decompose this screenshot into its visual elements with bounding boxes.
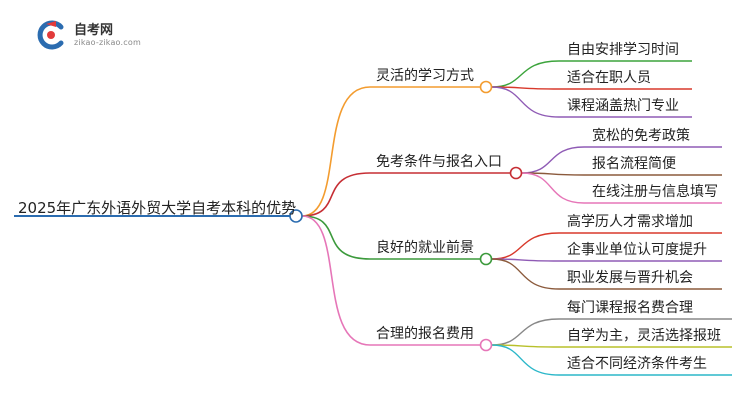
leaf-connector: [491, 232, 560, 260]
leaf-label: 企事业单位认可度提升: [567, 242, 707, 258]
branch-connector: [301, 215, 371, 346]
branch-connector: [301, 215, 371, 260]
leaf-connector: [491, 344, 560, 348]
branch-node: [479, 338, 493, 352]
root-node-label: 2025年广东外语外贸大学自考本科的优势: [18, 199, 297, 217]
branch-label-employment: 良好的就业前景: [376, 240, 474, 256]
leaf-label: 职业发展与晋升机会: [567, 270, 693, 286]
leaf-connector: [521, 146, 585, 174]
leaf-connector: [491, 344, 560, 376]
branch-label-fees: 合理的报名费用: [376, 326, 474, 342]
leaf-label: 自由安排学习时间: [567, 42, 679, 58]
leaf-label: 报名流程简便: [592, 156, 676, 172]
branch-label-exemption: 免考条件与报名入口: [376, 154, 502, 170]
branch-connector: [301, 172, 371, 217]
branch-node: [479, 252, 493, 266]
branch-connector: [301, 86, 371, 217]
branch-node: [509, 166, 523, 180]
logo-icon: [37, 20, 64, 50]
leaf-connector: [491, 86, 560, 90]
logo: 自考网 zikao-zikao.com: [34, 18, 144, 52]
leaf-connector: [491, 318, 560, 346]
root-node: [289, 209, 303, 223]
leaf-label: 在线注册与信息填写: [592, 184, 718, 200]
leaf-label: 适合在职人员: [567, 70, 651, 86]
leaf-connector: [491, 60, 560, 88]
leaf-label: 自学为主，灵活选择报班: [567, 328, 721, 344]
leaf-connector: [491, 258, 560, 262]
leaf-connector: [521, 172, 585, 204]
logo-subtitle: zikao-zikao.com: [74, 38, 141, 47]
leaf-label: 适合不同经济条件考生: [567, 356, 707, 372]
branch-label-study: 灵活的学习方式: [376, 68, 474, 84]
leaf-connector: [521, 172, 585, 176]
leaf-connector: [491, 258, 560, 290]
leaf-label: 课程涵盖热门专业: [567, 98, 679, 114]
leaf-label: 每门课程报名费合理: [567, 300, 693, 316]
leaf-label: 高学历人才需求增加: [567, 214, 693, 230]
branch-node: [479, 80, 493, 94]
leaf-label: 宽松的免考政策: [592, 128, 690, 144]
leaf-connector: [491, 86, 560, 118]
logo-title: 自考网: [74, 23, 114, 38]
